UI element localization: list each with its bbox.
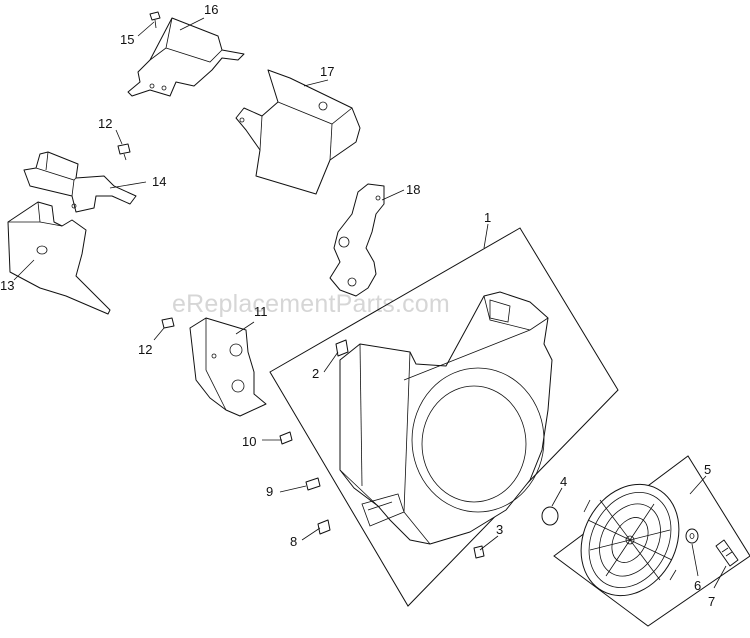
part-9-screw xyxy=(305,477,321,491)
part-12-screw-lower xyxy=(161,317,175,329)
callout-15: 15 xyxy=(120,32,134,47)
part-7-bolt xyxy=(715,539,739,567)
part-8-screw xyxy=(317,519,331,535)
part-6-washer xyxy=(685,528,699,544)
part-5-fan-screen xyxy=(580,483,680,597)
callout-16: 16 xyxy=(204,2,218,17)
part-11-mounting-bracket xyxy=(189,317,267,417)
callout-9: 9 xyxy=(266,484,273,499)
callout-6: 6 xyxy=(694,578,701,593)
part-4-plug xyxy=(541,506,559,526)
callout-10: 10 xyxy=(242,434,256,449)
watermark-text: eReplacementParts.com xyxy=(172,290,450,318)
part-16-shroud-plate xyxy=(127,17,245,97)
callout-13: 13 xyxy=(0,278,14,293)
part-12-screw-upper xyxy=(117,143,131,161)
leader-lines xyxy=(13,17,727,589)
callout-12-upper: 12 xyxy=(98,116,112,131)
callout-7: 7 xyxy=(708,594,715,609)
part-14-bracket xyxy=(23,151,137,213)
part-1-blower-housing xyxy=(339,291,553,545)
part-1-frame xyxy=(269,227,619,607)
callout-labels: 1 2 3 4 5 6 7 8 9 10 11 12 12 13 14 15 1… xyxy=(0,2,715,609)
part-15-screw xyxy=(149,11,161,29)
callout-11: 11 xyxy=(254,304,268,319)
callout-3: 3 xyxy=(496,522,503,537)
callout-4: 4 xyxy=(560,474,567,489)
part-2-clip xyxy=(335,339,349,357)
callout-12-lower: 12 xyxy=(138,342,152,357)
callout-1: 1 xyxy=(484,210,491,225)
callout-2: 2 xyxy=(312,366,319,381)
part-10-screw xyxy=(279,431,293,445)
callout-5: 5 xyxy=(704,462,711,477)
callout-8: 8 xyxy=(290,534,297,549)
callout-14: 14 xyxy=(152,174,166,189)
callout-17: 17 xyxy=(320,64,334,79)
callout-18: 18 xyxy=(406,182,420,197)
part-17-baffle xyxy=(235,69,361,195)
part-13-bracket-plate xyxy=(7,201,111,315)
part-18-bracket xyxy=(329,183,385,297)
